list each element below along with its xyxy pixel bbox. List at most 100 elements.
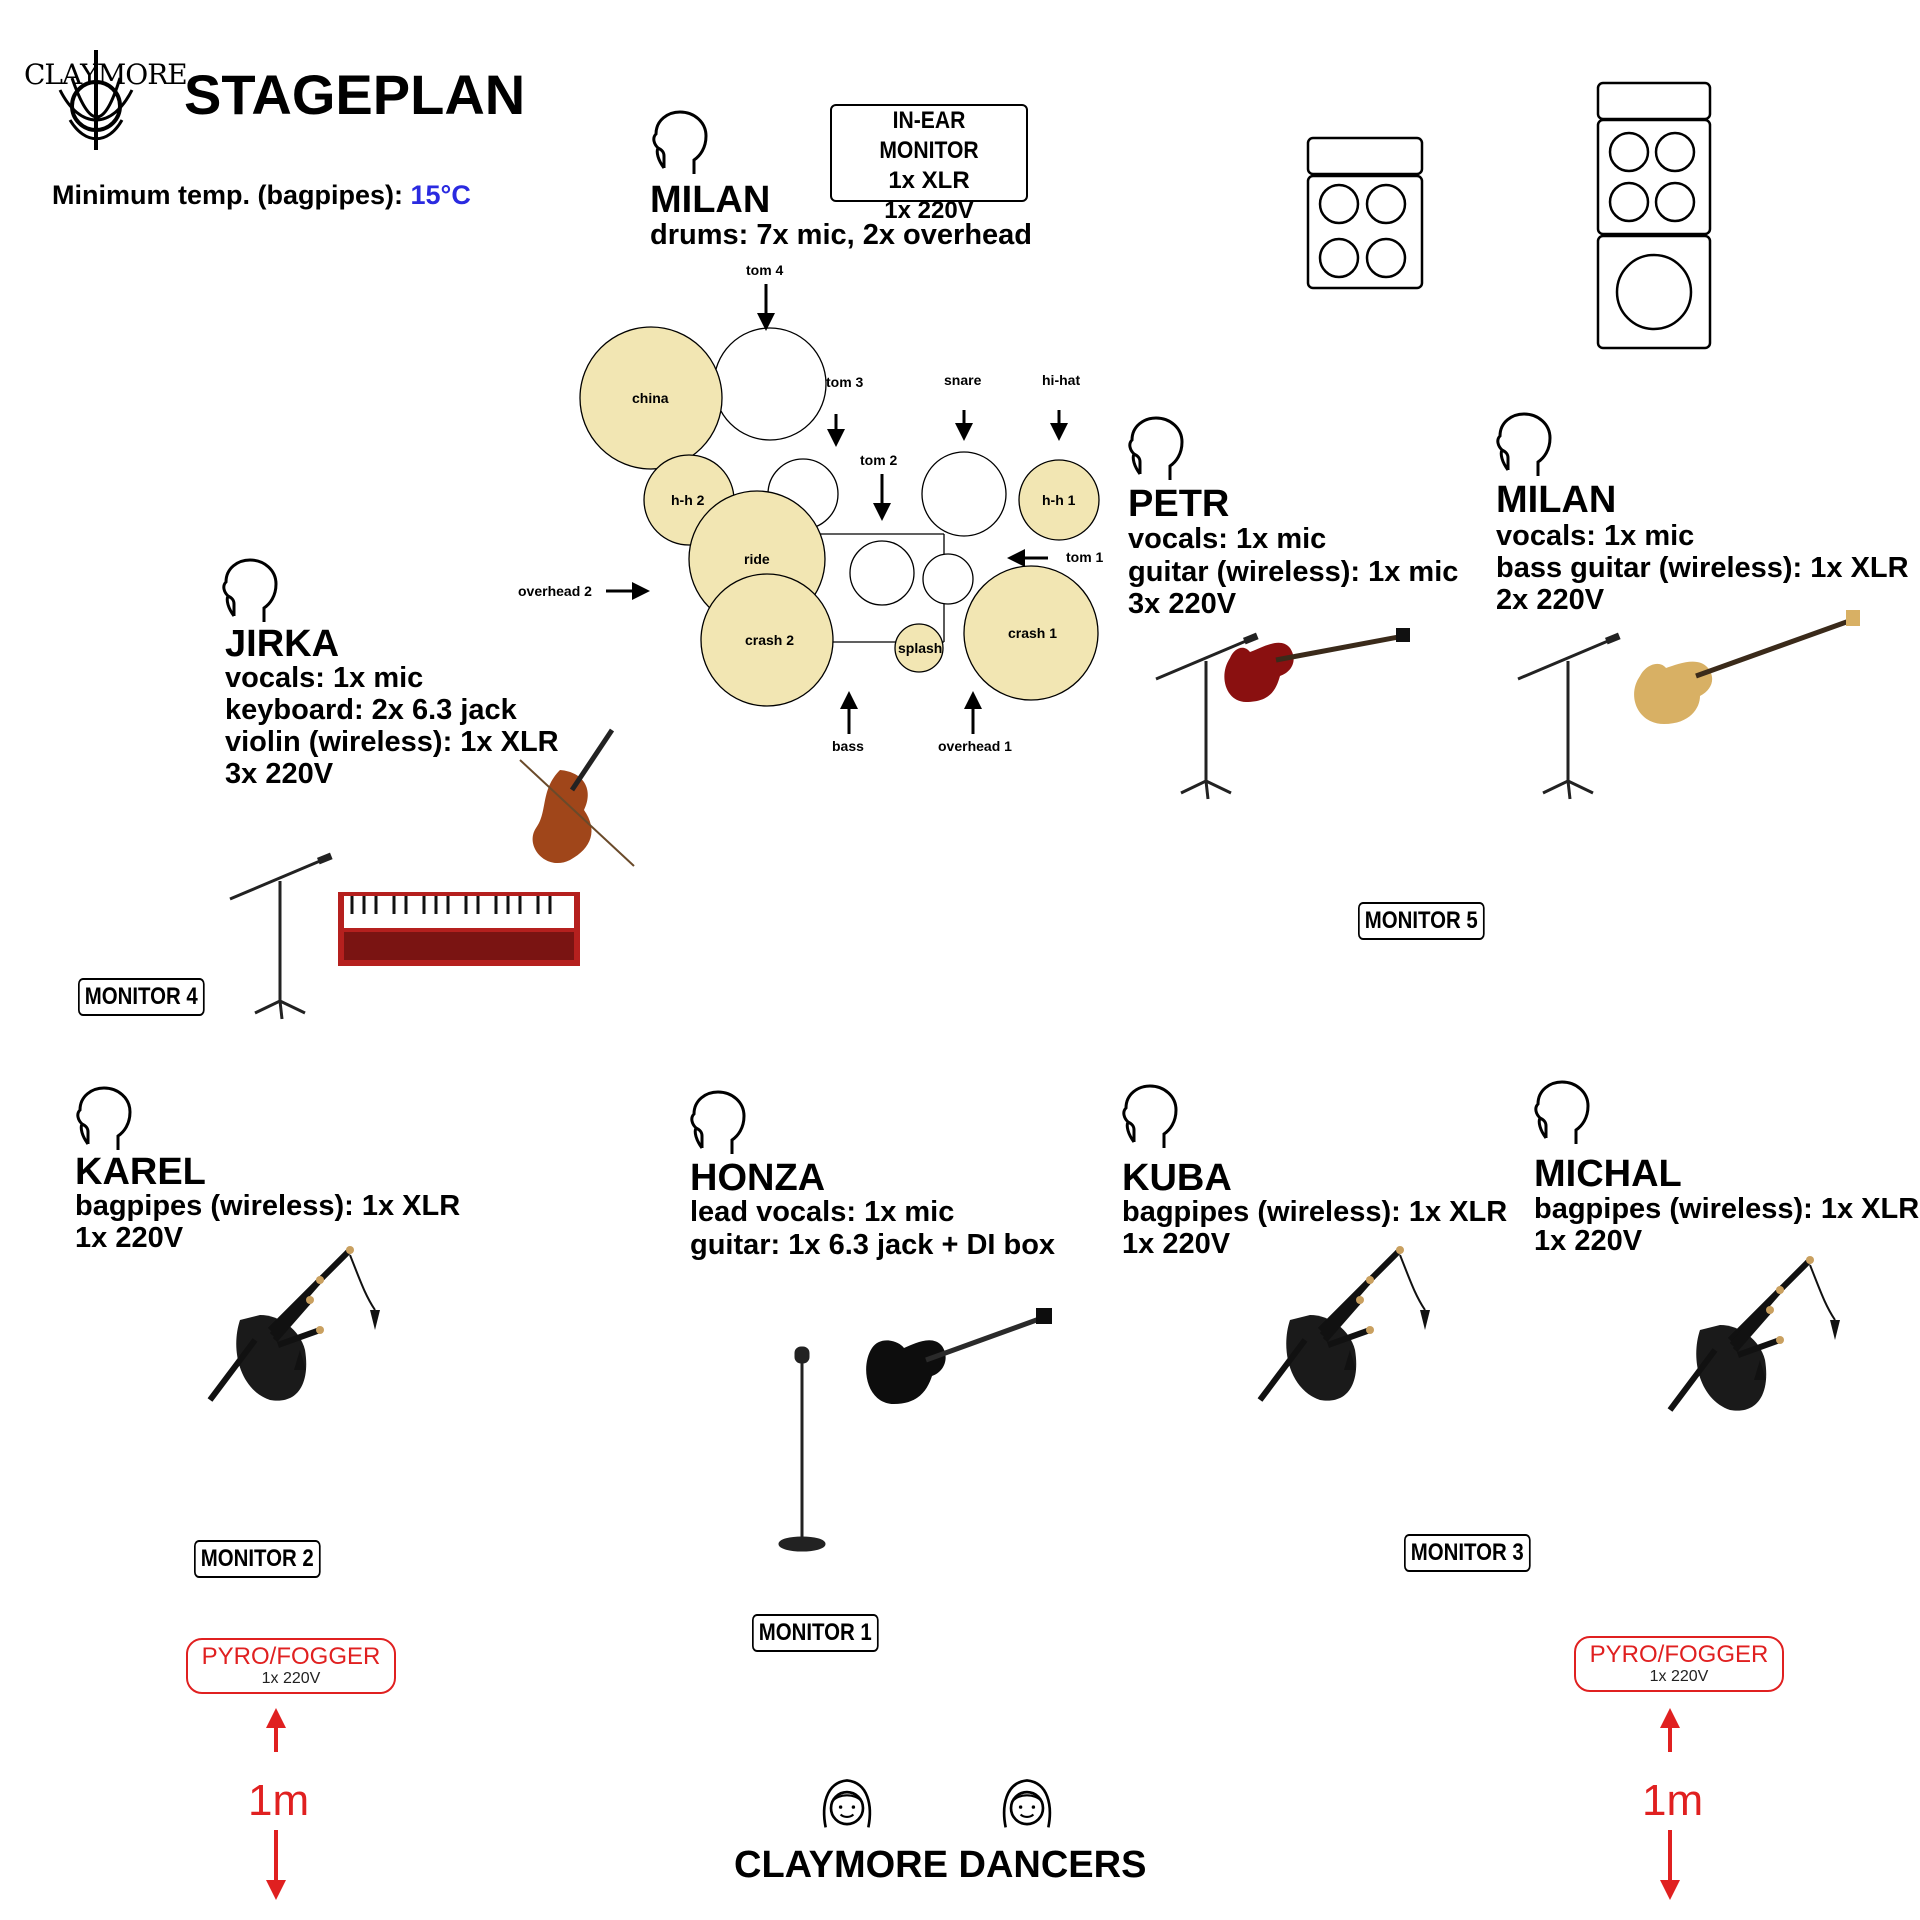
jirka-head-icon	[222, 558, 278, 624]
pyro-fogger-right: PYRO/FOGGER 1x 220V	[1574, 1636, 1784, 1692]
pyro-right-power: 1x 220V	[1649, 1668, 1709, 1685]
label-bass: bass	[832, 738, 864, 754]
logo-text: CLAYMORE	[24, 58, 188, 91]
drummer-desc: drums: 7x mic, 2x overhead	[650, 219, 1032, 251]
monitor-2: MONITOR 2	[194, 1540, 321, 1578]
honza-line-1: lead vocals: 1x mic	[690, 1196, 955, 1228]
bass-amp	[1596, 81, 1712, 350]
temp-label: Minimum temp. (bagpipes):	[52, 180, 403, 210]
pyro-left-power: 1x 220V	[261, 1670, 321, 1687]
label-hh1: h-h 1	[1042, 492, 1076, 508]
violin-icon	[519, 728, 635, 867]
michal-name: MICHAL	[1534, 1153, 1682, 1195]
hh1-cymbal	[1018, 459, 1100, 541]
petr-line-3: 3x 220V	[1128, 588, 1237, 620]
milan-bass-name: MILAN	[1496, 479, 1617, 521]
milan-mic-stand-icon	[1516, 631, 1623, 801]
karel-bagpipes-icon	[210, 1246, 380, 1401]
claymore-logo	[58, 50, 134, 150]
michal-line-1: bagpipes (wireless): 1x XLR	[1534, 1193, 1920, 1225]
crash1-cymbal	[963, 565, 1099, 701]
petr-line-2: guitar (wireless): 1x mic	[1128, 556, 1459, 588]
label-tom3: tom 3	[826, 374, 864, 390]
label-crash1: crash 1	[1008, 625, 1058, 641]
kuba-line-2: 1x 220V	[1122, 1228, 1231, 1260]
label-crash2: crash 2	[745, 632, 795, 648]
in-ear-monitor-box: IN-EAR MONITOR 1x XLR 1x 220V	[830, 104, 1028, 224]
bass-guitar-icon	[1634, 610, 1860, 724]
dancer-1-icon	[822, 1779, 872, 1829]
honza-line-2: guitar: 1x 6.3 jack + DI box	[690, 1229, 1056, 1261]
michal-bagpipes-icon	[1670, 1256, 1840, 1411]
label-tom1: tom 1	[1066, 549, 1104, 565]
label-china: china	[632, 390, 669, 406]
bass-drum	[849, 540, 915, 606]
jirka-name: JIRKA	[225, 623, 340, 665]
karel-name: KAREL	[75, 1151, 206, 1193]
monitor-5: MONITOR 5	[1358, 902, 1485, 940]
label-tom4: tom 4	[746, 262, 784, 278]
honza-guitar-icon	[866, 1308, 1052, 1404]
monitor-4: MONITOR 4	[78, 978, 205, 1016]
kuba-head-icon	[1122, 1084, 1178, 1150]
tom1-drum	[922, 553, 974, 605]
jirka-line-4: 3x 220V	[225, 758, 334, 790]
label-splash: splash	[898, 640, 943, 656]
keyboard-icon	[338, 892, 580, 966]
dancer-2-icon	[1002, 1779, 1052, 1829]
page-title: STAGEPLAN	[184, 63, 526, 126]
pyro-left-distance: 1m	[248, 1776, 310, 1825]
pyro-fogger-left: PYRO/FOGGER 1x 220V	[186, 1638, 396, 1694]
milan-bass-line-2: bass guitar (wireless): 1x XLR	[1496, 552, 1909, 584]
jirka-mic-stand-icon	[228, 851, 335, 1021]
karel-head-icon	[76, 1086, 132, 1152]
electric-guitar-icon	[1224, 628, 1410, 702]
karel-line-2: 1x 220V	[75, 1222, 184, 1254]
label-hihat: hi-hat	[1042, 372, 1081, 388]
snare-drum	[921, 451, 1007, 537]
label-snare: snare	[944, 372, 982, 388]
drummer-head-icon	[652, 110, 708, 176]
petr-name: PETR	[1128, 483, 1230, 525]
milan-bass-line-1: vocals: 1x mic	[1496, 520, 1695, 552]
jirka-line-3: violin (wireless): 1x XLR	[225, 726, 559, 758]
kuba-line-1: bagpipes (wireless): 1x XLR	[1122, 1196, 1508, 1228]
crash2-cymbal	[700, 573, 834, 707]
petr-line-1: vocals: 1x mic	[1128, 523, 1327, 555]
mic-arrows	[606, 284, 1068, 734]
in-ear-line3: 1x 220V	[884, 197, 974, 224]
label-overhead1: overhead 1	[938, 738, 1012, 754]
in-ear-line1: IN-EAR MONITOR	[879, 107, 979, 164]
china-cymbal	[579, 326, 723, 470]
label-hh2: h-h 2	[671, 492, 705, 508]
temp-note: Minimum temp. (bagpipes): 15°C	[52, 180, 471, 211]
label-overhead2: overhead 2	[518, 583, 592, 599]
honza-head-icon	[690, 1090, 746, 1156]
kuba-name: KUBA	[1122, 1157, 1232, 1199]
jirka-line-2: keyboard: 2x 6.3 jack	[225, 694, 517, 726]
drum-kit	[579, 326, 1100, 707]
drummer-name: MILAN	[650, 179, 771, 221]
milan-bass-head-icon	[1496, 412, 1552, 478]
dancers-label: CLAYMORE DANCERS	[734, 1844, 1147, 1886]
karel-line-1: bagpipes (wireless): 1x XLR	[75, 1190, 461, 1222]
temp-value: 15°C	[410, 180, 471, 210]
label-ride: ride	[744, 551, 770, 567]
honza-mic-stand-icon	[778, 1346, 826, 1552]
monitor-3: MONITOR 3	[1404, 1534, 1531, 1572]
jirka-line-1: vocals: 1x mic	[225, 662, 424, 694]
milan-bass-line-3: 2x 220V	[1496, 584, 1605, 616]
splash-cymbal	[894, 623, 944, 673]
michal-line-2: 1x 220V	[1534, 1225, 1643, 1257]
pyro-right-label: PYRO/FOGGER	[1589, 1641, 1769, 1668]
label-tom2: tom 2	[860, 452, 898, 468]
kuba-bagpipes-icon	[1260, 1246, 1430, 1401]
pyro-left-label: PYRO/FOGGER	[201, 1643, 381, 1670]
michal-head-icon	[1534, 1080, 1590, 1146]
petr-head-icon	[1128, 416, 1184, 482]
tom3-drum	[713, 327, 827, 441]
in-ear-line2: 1x XLR	[888, 167, 970, 194]
monitor-1: MONITOR 1	[752, 1614, 879, 1652]
honza-name: HONZA	[690, 1157, 826, 1199]
